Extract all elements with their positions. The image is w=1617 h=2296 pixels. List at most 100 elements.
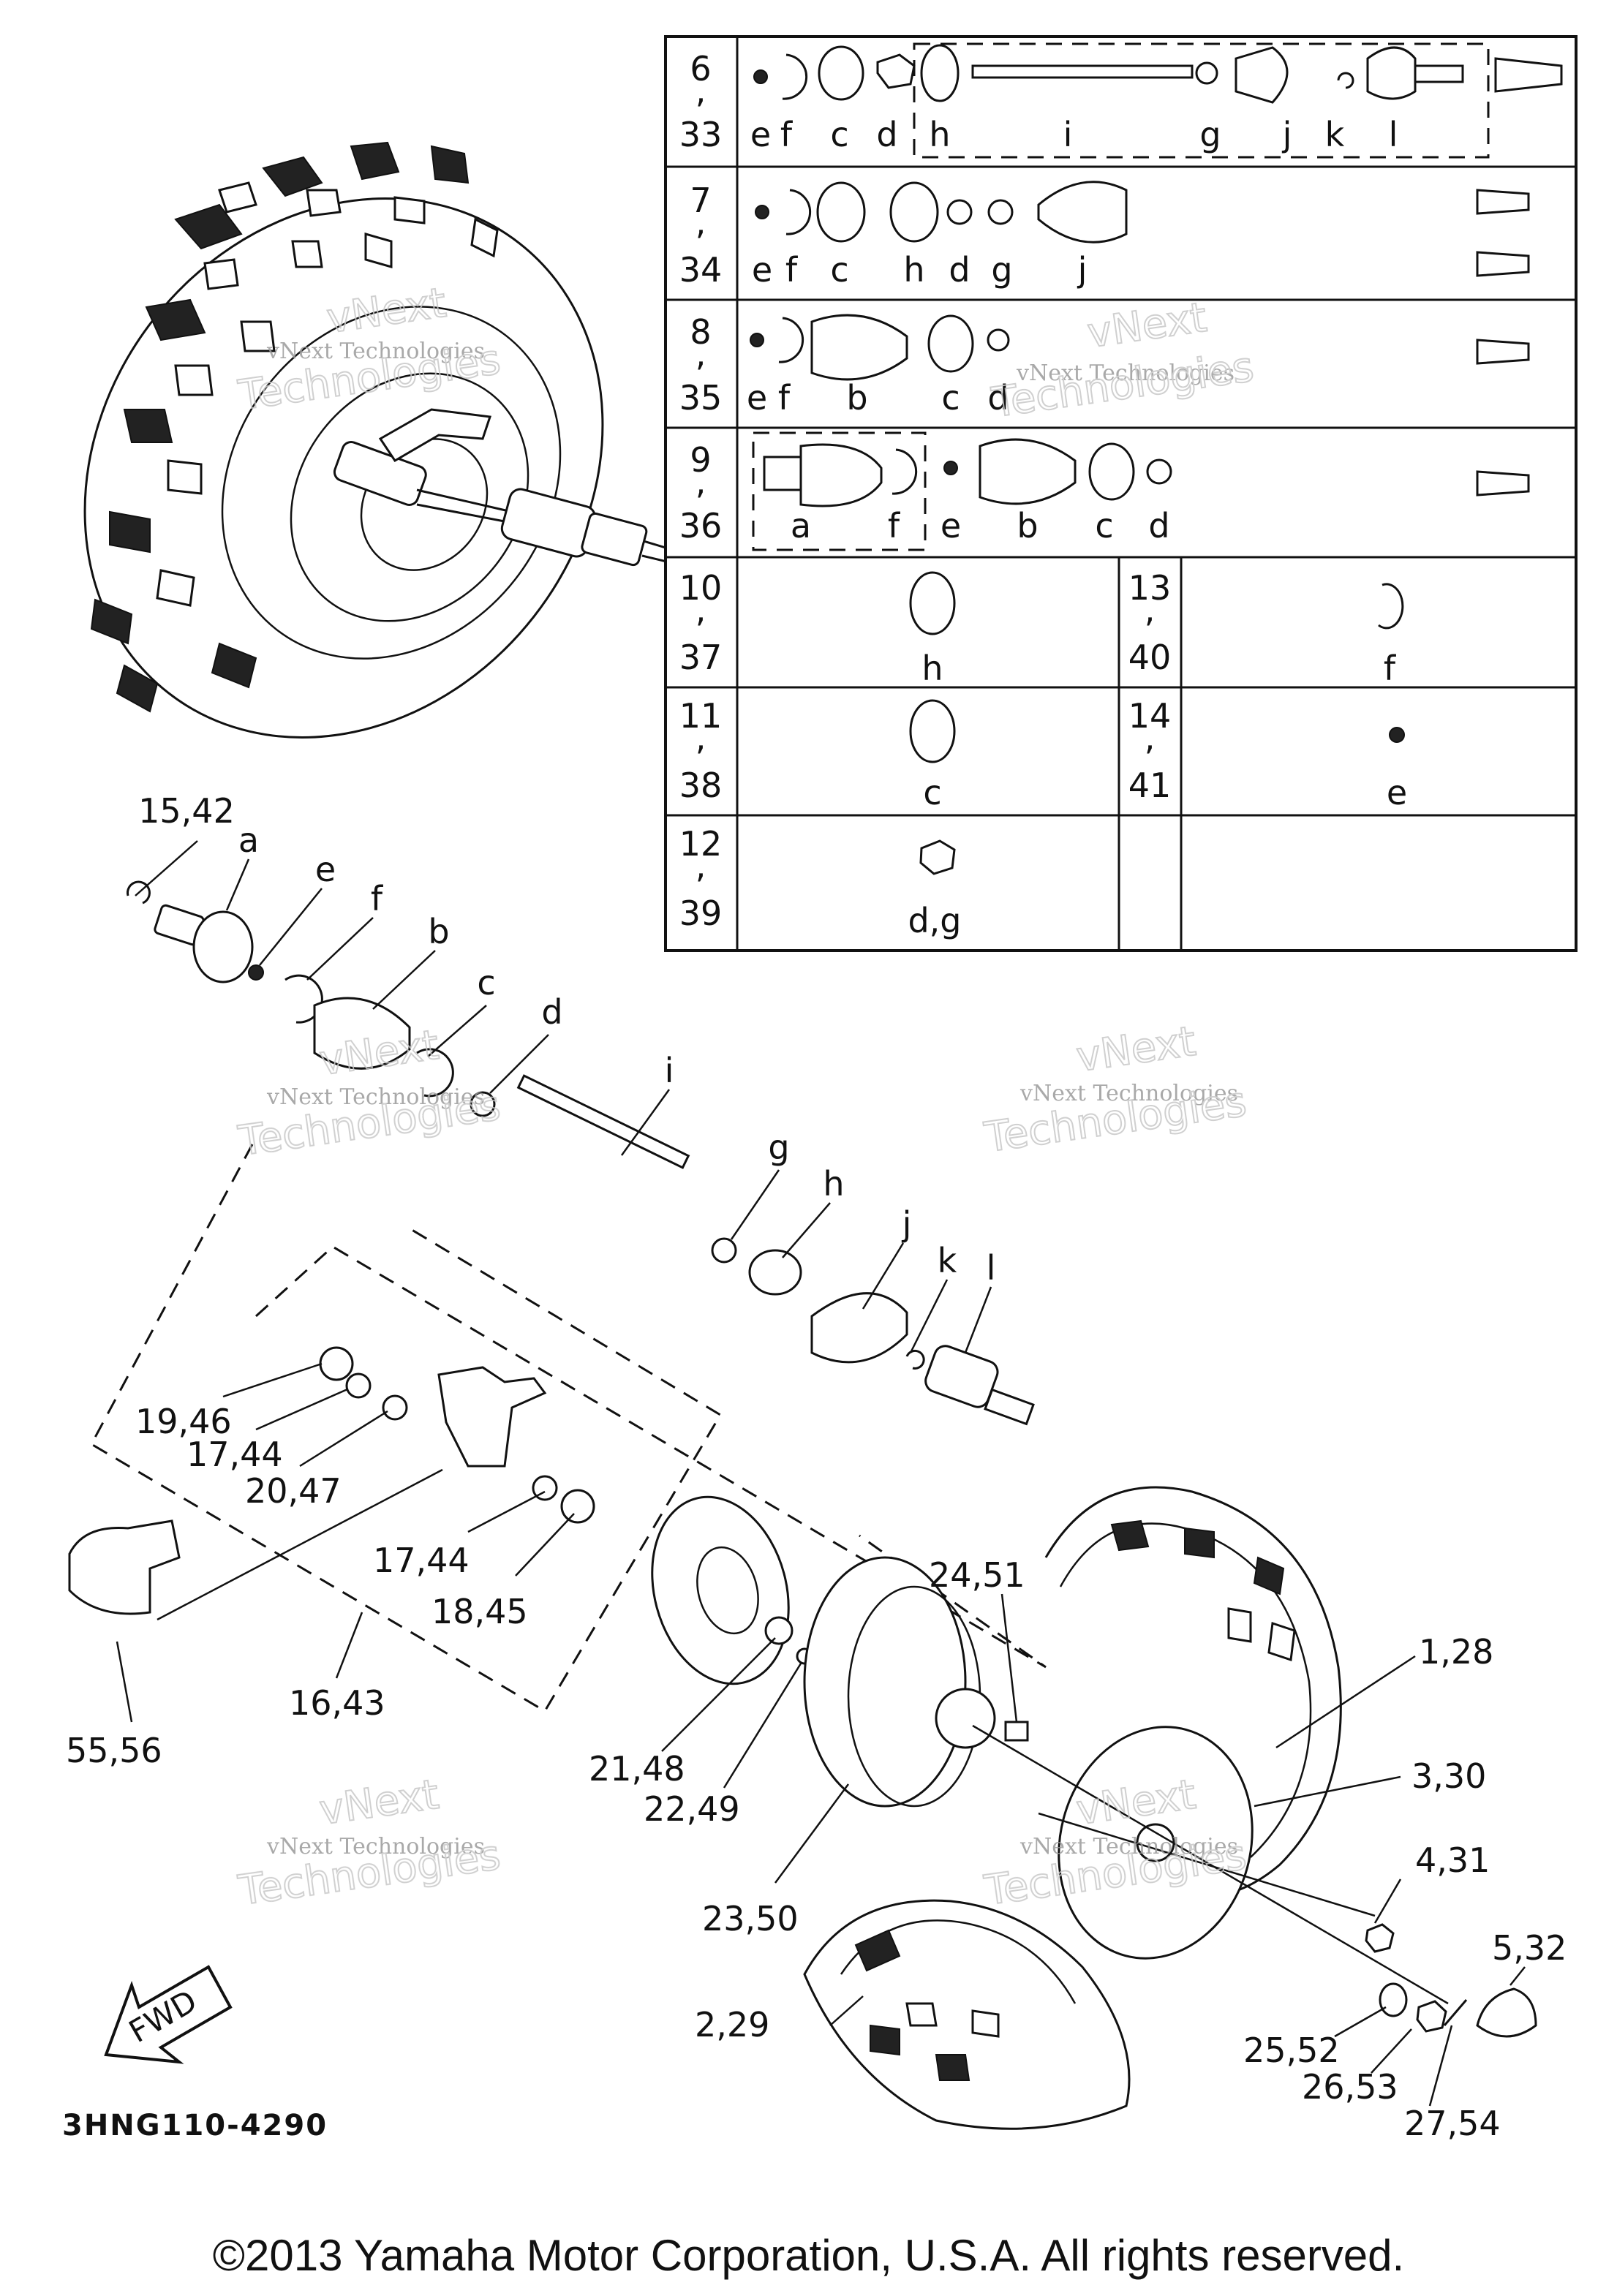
row-8-letter-c: c (941, 378, 960, 418)
row-9-letter-b: b (1017, 506, 1038, 545)
row-6-letter-i: i (1063, 115, 1073, 154)
row-7-number-bottom: 34 (679, 250, 723, 290)
row-7-letter-c: c (830, 250, 848, 290)
row-7-letter-f: f (785, 250, 799, 290)
callout-i: i (665, 1051, 674, 1090)
row-13-part-f (1378, 583, 1404, 630)
row-11-number-top: 11 (679, 696, 723, 736)
knuckle-assembly (68, 1144, 1047, 1713)
row-7-letter-j: j (1077, 250, 1088, 290)
row-11-number-bottom: 38 (679, 766, 723, 805)
diagram-code: 3HNG110-4290 (62, 2109, 328, 2142)
row-6-number-sep: , (696, 71, 706, 110)
row-10-part-h (909, 571, 956, 635)
row-6-letter-d: d (876, 115, 897, 154)
upper-drive-shaft (333, 408, 681, 567)
callout-22-49: 22,49 (644, 1789, 740, 1829)
callout-16-43: 16,43 (289, 1683, 385, 1723)
upper-wheel-assembly (83, 141, 681, 739)
row-6-letter-f: f (780, 115, 794, 154)
row-8-letter-b: b (846, 378, 867, 418)
lower-wheel-assembly (803, 1486, 1537, 2130)
row-13-number-top: 13 (1128, 568, 1172, 608)
row-7-letter-d: d (949, 250, 970, 290)
row-9-letter-c: c (1095, 506, 1113, 545)
callout-k: k (938, 1241, 957, 1280)
callout-a: a (238, 820, 259, 860)
row-6-letter-j: j (1282, 115, 1292, 154)
row-7-number-sep: , (696, 203, 706, 242)
row-8-number-sep: , (696, 334, 706, 374)
row-12-part-dg (919, 839, 956, 875)
callout-19-46: 19,46 (135, 1402, 232, 1441)
callout-20-47: 20,47 (245, 1471, 342, 1511)
callout-d: d (541, 992, 562, 1032)
row-9-parts (752, 431, 1530, 551)
watermark-5-line1: vNext Technologies (266, 1834, 485, 1859)
callout-23-50: 23,50 (702, 1899, 799, 1938)
row-6-letter-h: h (929, 115, 950, 154)
row-7-parts (755, 181, 1530, 277)
row-9-letter-d: d (1148, 506, 1169, 545)
callout-17-44-outer: 17,44 (373, 1541, 470, 1580)
callout-55-56: 55,56 (66, 1731, 162, 1770)
forward-direction-arrow: FWD (104, 1965, 233, 2064)
row-14-letter-e: e (1387, 773, 1407, 812)
row-8-letter-f: f (778, 378, 791, 418)
row-11-part-c (909, 699, 956, 763)
row-12-number-sep: , (696, 846, 706, 885)
callout-27-54: 27,54 (1404, 2104, 1501, 2143)
watermark-3-line1: vNext Technologies (266, 1084, 485, 1110)
hub-cap (1476, 1987, 1537, 2038)
callout-3-30: 3,30 (1411, 1756, 1486, 1796)
row-9-number-top: 9 (690, 440, 711, 480)
row-7-letter-g: g (991, 250, 1012, 290)
callout-15-42: 15,42 (138, 791, 235, 831)
callout-l: l (987, 1248, 996, 1288)
callout-4-31: 4,31 (1415, 1840, 1490, 1880)
hub-leader-lines (661, 1593, 1018, 1884)
callout-e: e (315, 850, 336, 889)
row-11-number-sep: , (696, 718, 706, 758)
callout-c: c (477, 963, 495, 1002)
callout-2-29: 2,29 (695, 2005, 769, 2044)
row-14-number-sep: , (1145, 718, 1156, 758)
row-12-number-top: 12 (679, 824, 723, 864)
row-13-number-bottom: 40 (1128, 638, 1172, 677)
row-6-letter-c: c (830, 115, 848, 154)
row-8-letter-e: e (747, 378, 767, 418)
brake-disc-and-hub (651, 1495, 1029, 1808)
row-9-number-sep: , (696, 462, 706, 502)
row-7-letter-h: h (903, 250, 924, 290)
callout-5-32: 5,32 (1492, 1928, 1567, 1968)
row-8-number-bottom: 35 (679, 378, 723, 418)
shaft-leader-lines (135, 840, 992, 1353)
copyright-notice: ©2013 Yamaha Motor Corporation, U.S.A. A… (212, 2231, 1405, 2280)
row-12-letter-dg: d,g (908, 901, 961, 940)
row-14-part-e (1389, 727, 1405, 743)
row-10-number-sep: , (696, 590, 706, 630)
callout-b: b (428, 912, 449, 951)
row-8-parts (750, 314, 1530, 381)
callout-18-45: 18,45 (431, 1592, 528, 1631)
row-10-letter-h: h (921, 649, 943, 688)
row-9-letter-f: f (888, 506, 901, 545)
watermark-1-line1: vNext Technologies (266, 339, 485, 364)
callout-26-53: 26,53 (1302, 2067, 1398, 2107)
row-8-number-top: 8 (690, 312, 711, 352)
watermark-5-line2a: vNext (317, 1771, 442, 1835)
callout-24-51: 24,51 (929, 1555, 1025, 1595)
row-14-number-top: 14 (1128, 696, 1172, 736)
row-9-letter-a: a (791, 506, 811, 545)
row-6-letter-l: l (1389, 115, 1398, 154)
row-10-number-bottom: 37 (679, 638, 723, 677)
row-11-letter-c: c (923, 773, 941, 812)
row-14-number-bottom: 41 (1128, 766, 1172, 805)
row-13-letter-f: f (1384, 649, 1397, 688)
callout-f: f (371, 879, 384, 918)
row-6-letter-k: k (1325, 115, 1345, 154)
knuckle-boot (68, 1519, 181, 1615)
knuckle-leader-lines (116, 1362, 575, 1723)
lower-wheel-leader-lines (829, 1655, 1526, 2107)
